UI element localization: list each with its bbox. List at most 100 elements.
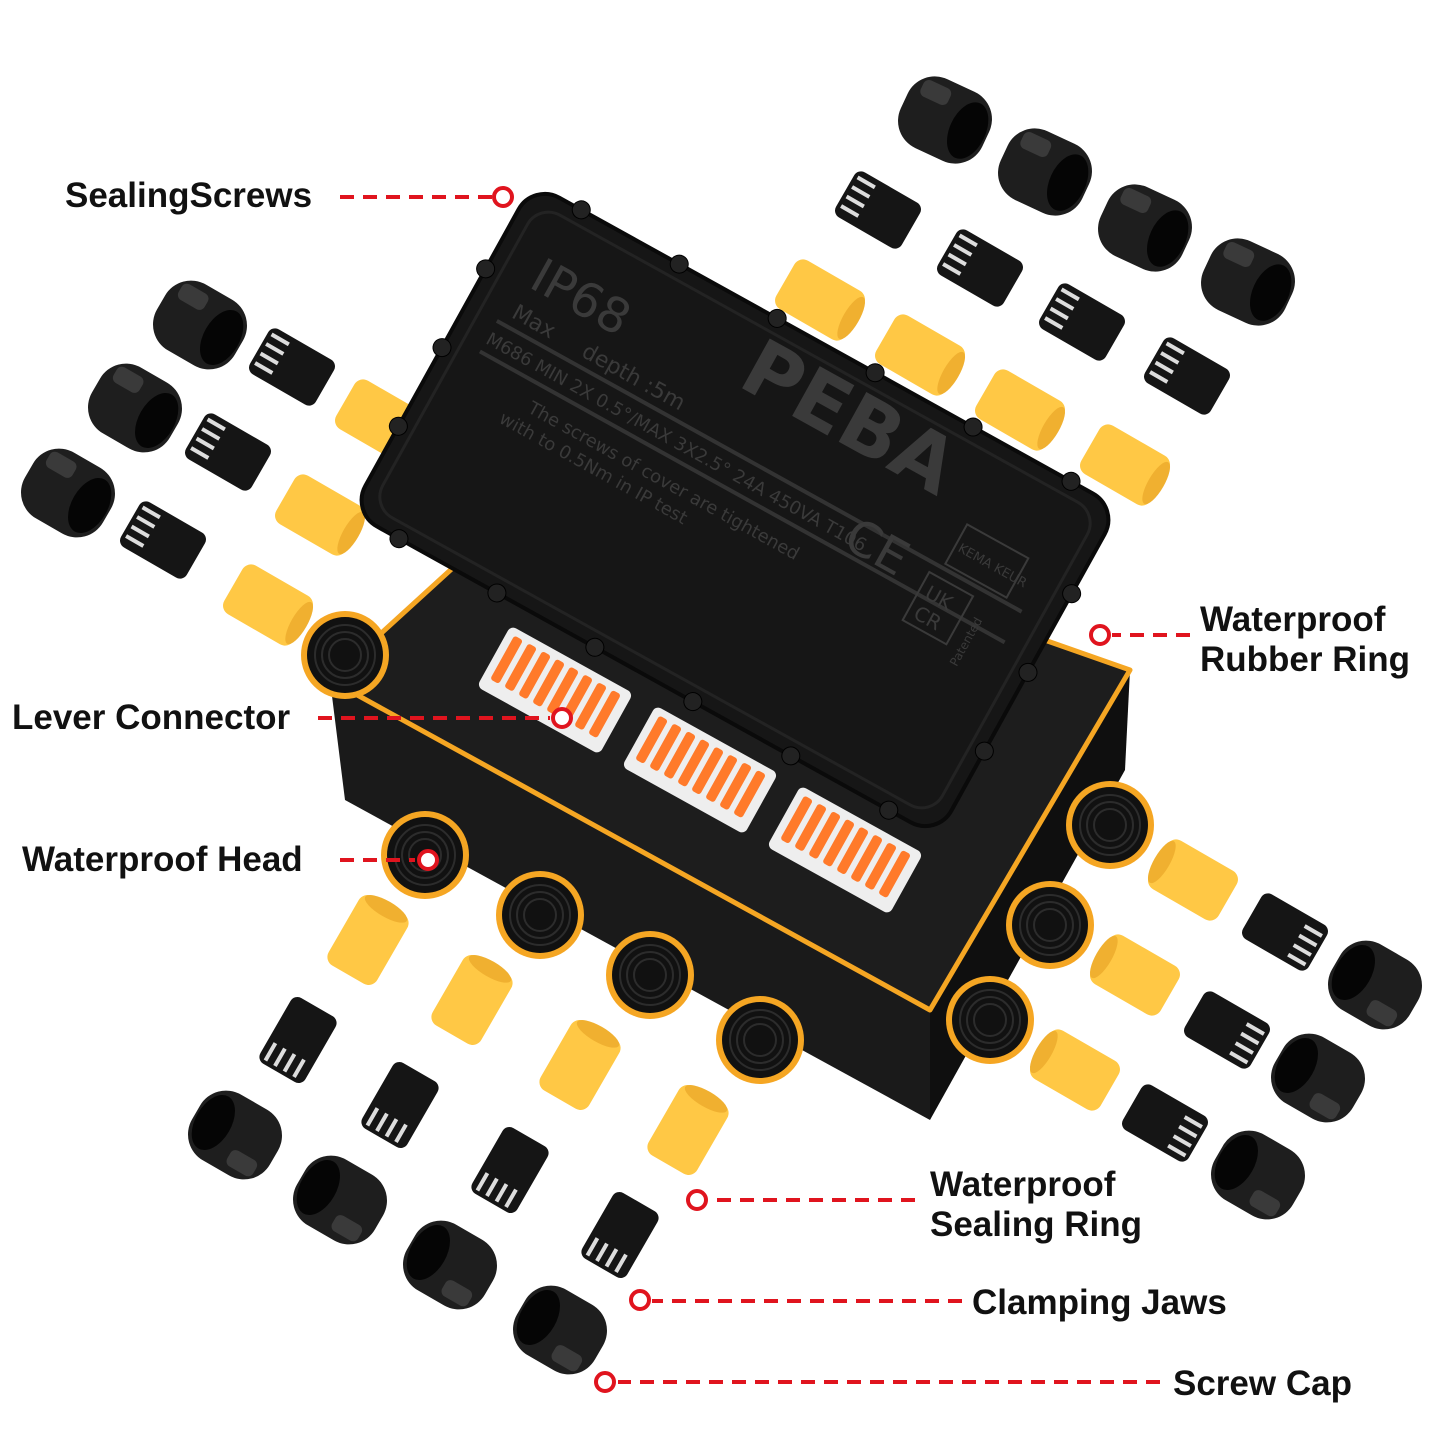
sealing-ring — [223, 564, 314, 646]
clamping-jaw — [259, 997, 337, 1083]
jaw-slot — [851, 185, 871, 199]
cap-highlight — [920, 79, 952, 106]
clamping-jaw — [249, 328, 335, 406]
lever-tab — [491, 636, 523, 683]
clamping-jaw — [471, 1127, 549, 1213]
seal-body — [327, 895, 409, 985]
jaw-slot — [845, 194, 865, 209]
seal-end — [337, 511, 366, 555]
callout-leaders — [318, 186, 1190, 1393]
jaw-slot — [282, 1053, 297, 1073]
leader-dot-waterproof-head — [417, 849, 439, 871]
lever-tab — [809, 812, 841, 859]
sealing-screw — [683, 692, 703, 712]
cap-highlight — [226, 1150, 258, 1177]
screw-cap — [88, 363, 182, 453]
lever-tab — [519, 652, 551, 699]
jaw-slot — [504, 1188, 518, 1208]
sealing-ring — [1029, 1029, 1120, 1111]
jaw-slot — [292, 1058, 306, 1078]
jaw-slot — [494, 1183, 509, 1203]
cap-highlight — [331, 1215, 363, 1242]
sealing-screw — [1061, 471, 1081, 491]
thread-line — [394, 824, 456, 886]
cap-highlight — [1223, 241, 1255, 268]
jaw-slot — [1172, 1134, 1192, 1148]
jaw-slot — [254, 361, 274, 375]
jaw-slot — [1160, 351, 1180, 365]
jaw-slot — [375, 1112, 389, 1132]
waterproof-head — [1006, 881, 1094, 969]
screw-cap — [1201, 238, 1295, 326]
cap-opening — [1214, 1135, 1258, 1190]
sealing-ring — [539, 1019, 621, 1110]
cap-opening — [946, 102, 989, 159]
lever-housing — [623, 707, 777, 833]
cap-opening — [1046, 154, 1089, 211]
sealing-screw — [963, 417, 983, 437]
jaw-slot — [1060, 287, 1080, 302]
jaw-slot — [206, 417, 226, 432]
sealing-screw — [571, 200, 591, 220]
jaw-slot — [1044, 316, 1064, 330]
leader-dot-lever-connector — [551, 707, 573, 729]
cap-highlight — [1309, 1093, 1341, 1120]
lever-housing — [768, 787, 922, 913]
cap-opening — [191, 1095, 235, 1150]
jaw-slot — [595, 1242, 609, 1262]
thread-line — [509, 884, 571, 946]
thread-line — [633, 958, 667, 992]
lever-tab — [879, 850, 910, 898]
jaw-slot — [1049, 306, 1069, 321]
jaw-slot — [263, 1042, 278, 1062]
seal-end — [684, 1084, 728, 1113]
thread-line — [1093, 808, 1127, 842]
thread-line — [314, 624, 376, 686]
screw-cap — [1271, 1033, 1365, 1123]
jaw-slot — [201, 427, 221, 441]
jaw-slot — [1229, 1050, 1249, 1065]
lever-tab — [851, 835, 882, 882]
clamping-jaw — [1184, 991, 1270, 1069]
clamping-jaw — [937, 229, 1023, 307]
seal-body — [1148, 839, 1238, 921]
clamping-jaw — [581, 1192, 659, 1278]
clamping-jaw — [1144, 337, 1230, 415]
thread-line — [743, 1023, 777, 1057]
sealing-ring — [875, 314, 966, 396]
cap-highlight — [112, 366, 144, 393]
cap-highlight — [441, 1280, 473, 1307]
lid-inner-edge — [378, 210, 1092, 810]
jaw-slot — [840, 204, 860, 218]
callout-sealing-ring-2: Sealing Ring — [930, 1205, 1142, 1244]
ukca-frame — [901, 570, 975, 646]
thread-line — [729, 1009, 791, 1071]
thread-line — [401, 831, 449, 879]
callout-rubber-ring-1: Waterproof — [1200, 600, 1386, 639]
lever-tab — [823, 819, 854, 867]
lever-tab — [533, 659, 564, 707]
sealing-ring — [275, 474, 366, 556]
jaw-slot — [190, 446, 210, 460]
screw-cap — [153, 280, 247, 370]
sealing-screw — [1062, 584, 1082, 604]
clamping-jaw — [1039, 283, 1125, 361]
callout-lever-connector: Lever Connector — [12, 698, 291, 737]
seal-body — [275, 474, 365, 556]
jaw-slot — [273, 1047, 287, 1067]
seal-body — [647, 1085, 729, 1175]
jaw-slot — [1154, 360, 1174, 375]
jaw-slot — [1167, 1143, 1187, 1158]
screw-cap — [293, 1155, 387, 1245]
thread-line — [321, 631, 369, 679]
loose-parts — [21, 76, 1422, 1375]
lever-tab — [837, 827, 868, 874]
lever-tab — [720, 763, 751, 810]
clamping-jaw — [1122, 1084, 1208, 1162]
lever-tab — [575, 683, 606, 730]
cap-highlight — [551, 1345, 583, 1372]
jaw-slot — [125, 534, 145, 548]
waterproof-head — [1066, 781, 1154, 869]
waterproof-head — [946, 976, 1034, 1064]
waterproof-head — [716, 996, 804, 1084]
